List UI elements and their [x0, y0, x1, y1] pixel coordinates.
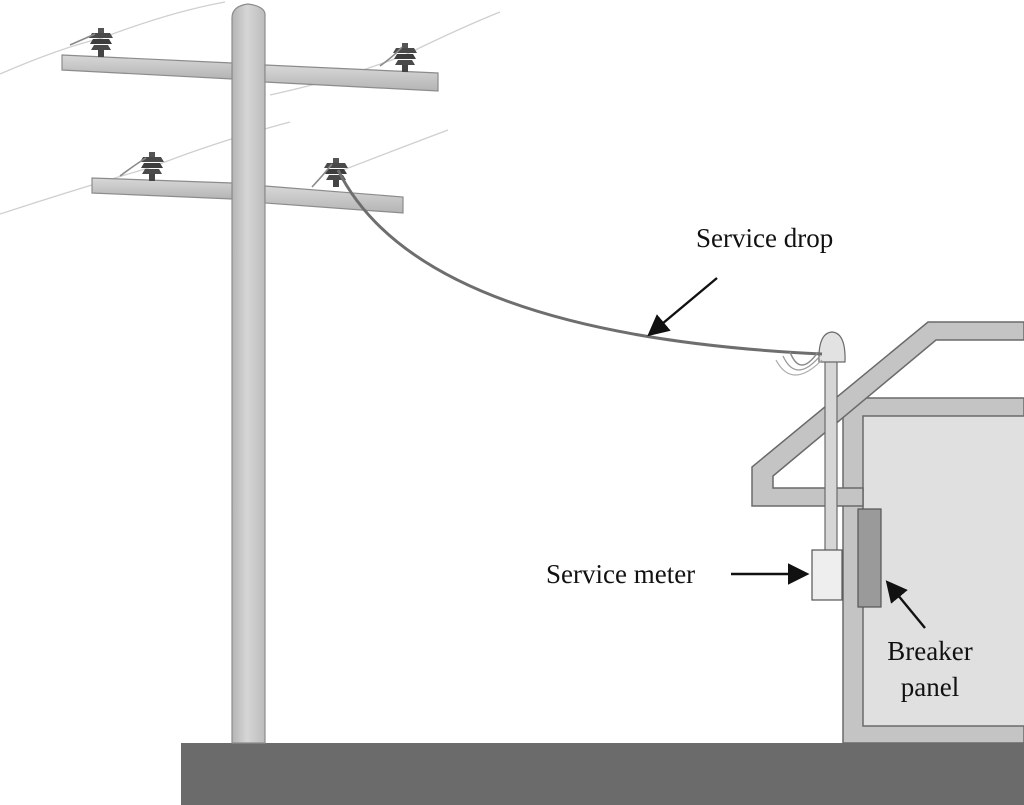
insulator-icon	[140, 152, 164, 181]
insulator-icon	[89, 28, 113, 57]
house-roof	[751, 321, 1024, 507]
insulator-icon	[393, 43, 417, 72]
background-wires	[0, 1, 501, 215]
pole-shaft	[231, 3, 266, 744]
house	[751, 321, 1024, 744]
service-drop-cable	[336, 169, 823, 376]
ground	[181, 743, 1024, 805]
service-meter	[811, 549, 843, 601]
breaker-panel	[857, 508, 882, 608]
upper-crossarm-left	[61, 54, 233, 80]
service-mast	[818, 331, 846, 553]
service-meter-label: Service meter	[546, 559, 695, 589]
upper-crossarm-right	[264, 64, 439, 92]
service-drop-arrow	[647, 277, 718, 337]
utility-pole	[61, 3, 439, 744]
lower-crossarm-left	[91, 177, 233, 200]
service-drop-label: Service drop	[696, 223, 833, 253]
breaker-panel-label-line2: panel	[901, 672, 959, 702]
breaker-panel-arrow	[885, 580, 926, 629]
weatherhead-icon	[818, 331, 846, 363]
breaker-panel-label-line1: Breaker	[887, 636, 972, 666]
lower-crossarm-right	[264, 185, 404, 214]
conductor-stubs	[69, 33, 403, 188]
